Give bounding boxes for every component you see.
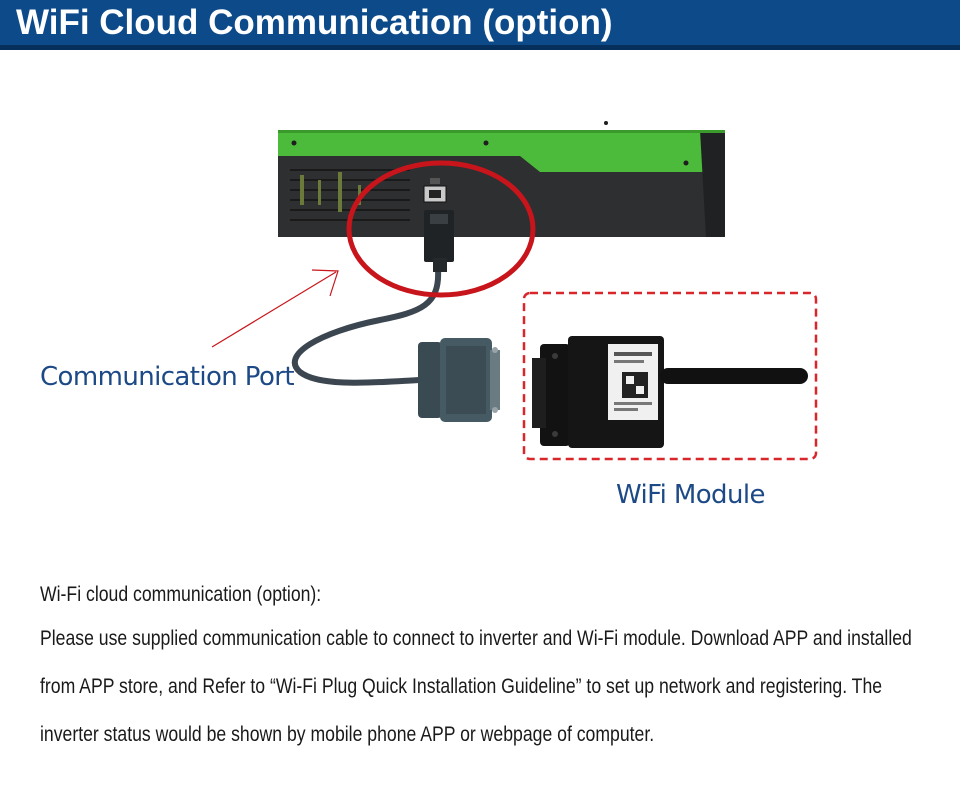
description-line: from APP store, and Refer to “Wi-Fi Plug… — [40, 662, 778, 710]
header-bar: WiFi Cloud Communication (option) — [0, 0, 960, 50]
db9-connector-icon — [418, 338, 500, 422]
wifi-dongle-icon — [532, 336, 808, 448]
communication-port-label: Communication Port — [40, 362, 294, 392]
page-title: WiFi Cloud Communication (option) — [16, 1, 613, 45]
description-line: Please use supplied communication cable … — [40, 614, 778, 662]
rj45-plug-icon — [424, 210, 454, 272]
connection-diagram — [0, 50, 960, 550]
description-block: Wi-Fi cloud communication (option): Plea… — [40, 574, 778, 758]
description-heading: Wi-Fi cloud communication (option): — [40, 574, 778, 614]
communication-cable — [295, 270, 438, 383]
wifi-module-label: WiFi Module — [616, 480, 765, 510]
description-line: inverter status would be shown by mobile… — [40, 710, 778, 758]
arrow-icon — [212, 270, 338, 347]
